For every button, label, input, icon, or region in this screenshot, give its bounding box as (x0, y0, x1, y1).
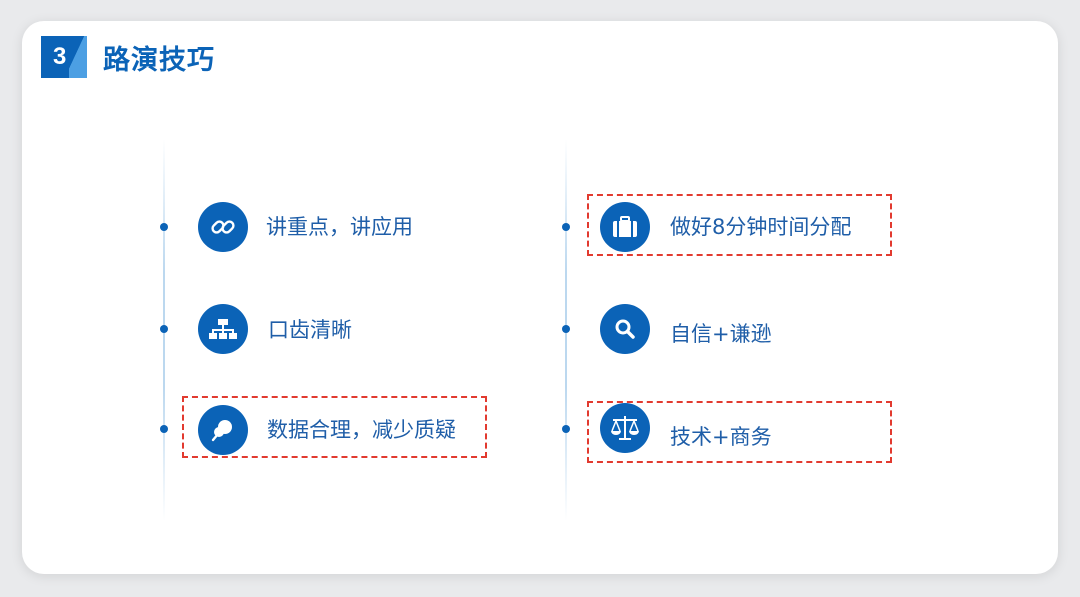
item-label: 口齿清晰 (268, 318, 352, 342)
bullet-dot (562, 223, 570, 231)
network-icon (198, 304, 248, 354)
pushpin-icon (198, 405, 248, 455)
item-label: 自信+谦逊 (670, 322, 772, 346)
bullet-dot (562, 325, 570, 333)
bullet-dot (160, 325, 168, 333)
section-header: 3 路演技巧 (41, 36, 215, 78)
bullet-dot (160, 223, 168, 231)
slide-canvas: 3 路演技巧 讲重点，讲应用 口齿清晰 (22, 21, 1058, 574)
highlight-box (182, 396, 487, 458)
section-title: 路演技巧 (103, 44, 215, 76)
highlight-box (587, 401, 892, 463)
section-number-badge: 3 (41, 36, 87, 78)
link-icon (198, 202, 248, 252)
search-icon (600, 304, 650, 354)
highlight-box (587, 194, 892, 256)
bullet-dot (562, 425, 570, 433)
item-label: 讲重点，讲应用 (266, 215, 413, 239)
briefcase-icon (600, 202, 650, 252)
bullet-dot (160, 425, 168, 433)
item-label: 技术+商务 (670, 425, 772, 449)
item-label: 做好8分钟时间分配 (670, 215, 852, 239)
item-label: 数据合理，减少质疑 (267, 418, 456, 442)
scale-icon (600, 403, 650, 453)
